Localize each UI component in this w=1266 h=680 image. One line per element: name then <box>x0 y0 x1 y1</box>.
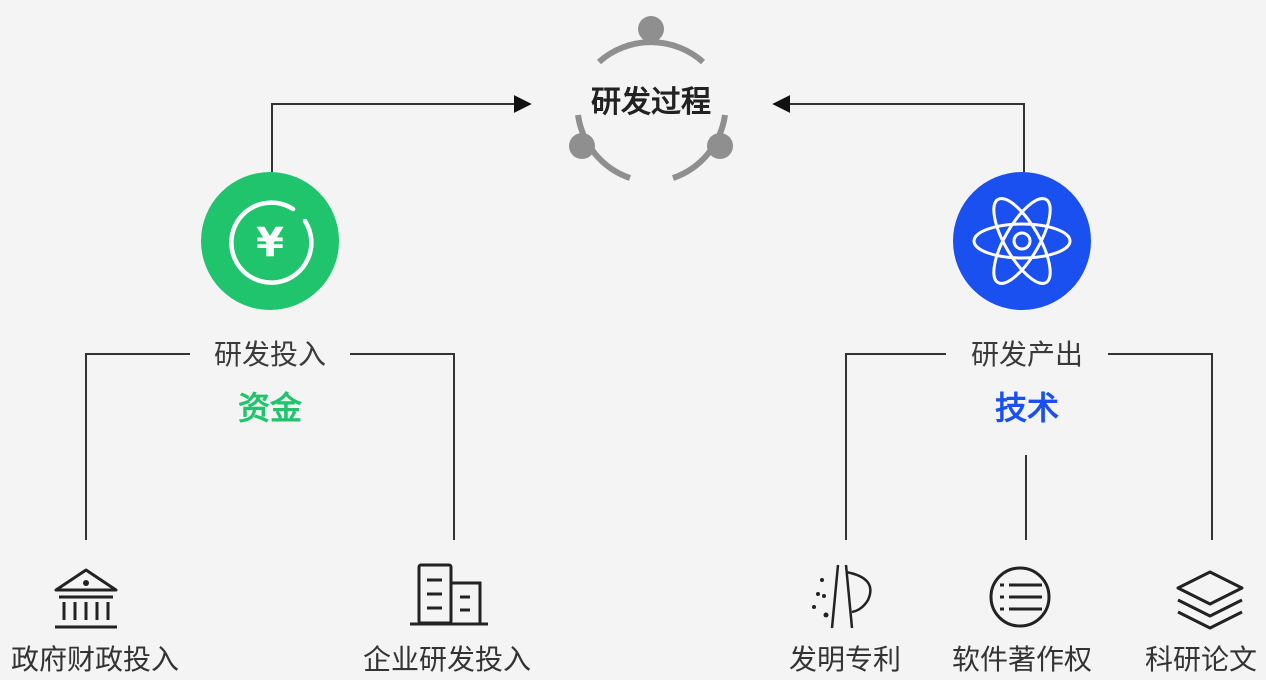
output-bracket <box>845 353 1213 540</box>
bank-icon <box>54 568 118 629</box>
output-tech-badge <box>953 172 1091 310</box>
output-to-process-arrow <box>772 95 1025 172</box>
input-label: 研发投入 <box>213 338 326 371</box>
building-icon <box>410 563 488 626</box>
output-value: 技术 <box>994 389 1059 427</box>
list-icon <box>989 566 1051 628</box>
output-item-paper: 科研论文 <box>1144 643 1257 676</box>
input-to-process-arrow <box>271 95 532 172</box>
process-title: 研发过程 <box>591 85 711 120</box>
output-label: 研发产出 <box>970 338 1083 371</box>
input-bracket <box>85 353 455 540</box>
input-funding-badge: ¥ <box>201 172 339 310</box>
input-item-government: 政府财政投入 <box>10 643 179 676</box>
input-value: 资金 <box>237 389 302 427</box>
yen-icon: ¥ <box>256 220 284 266</box>
process-cycle-icon <box>569 16 733 181</box>
output-item-patent: 发明专利 <box>788 643 901 676</box>
yen-ring-icon <box>229 200 314 285</box>
patent-icon <box>812 564 872 629</box>
atom-icon <box>972 197 1072 285</box>
output-item-software: 软件著作权 <box>951 643 1092 676</box>
input-item-enterprise: 企业研发投入 <box>362 643 531 676</box>
layers-icon <box>1176 570 1244 630</box>
